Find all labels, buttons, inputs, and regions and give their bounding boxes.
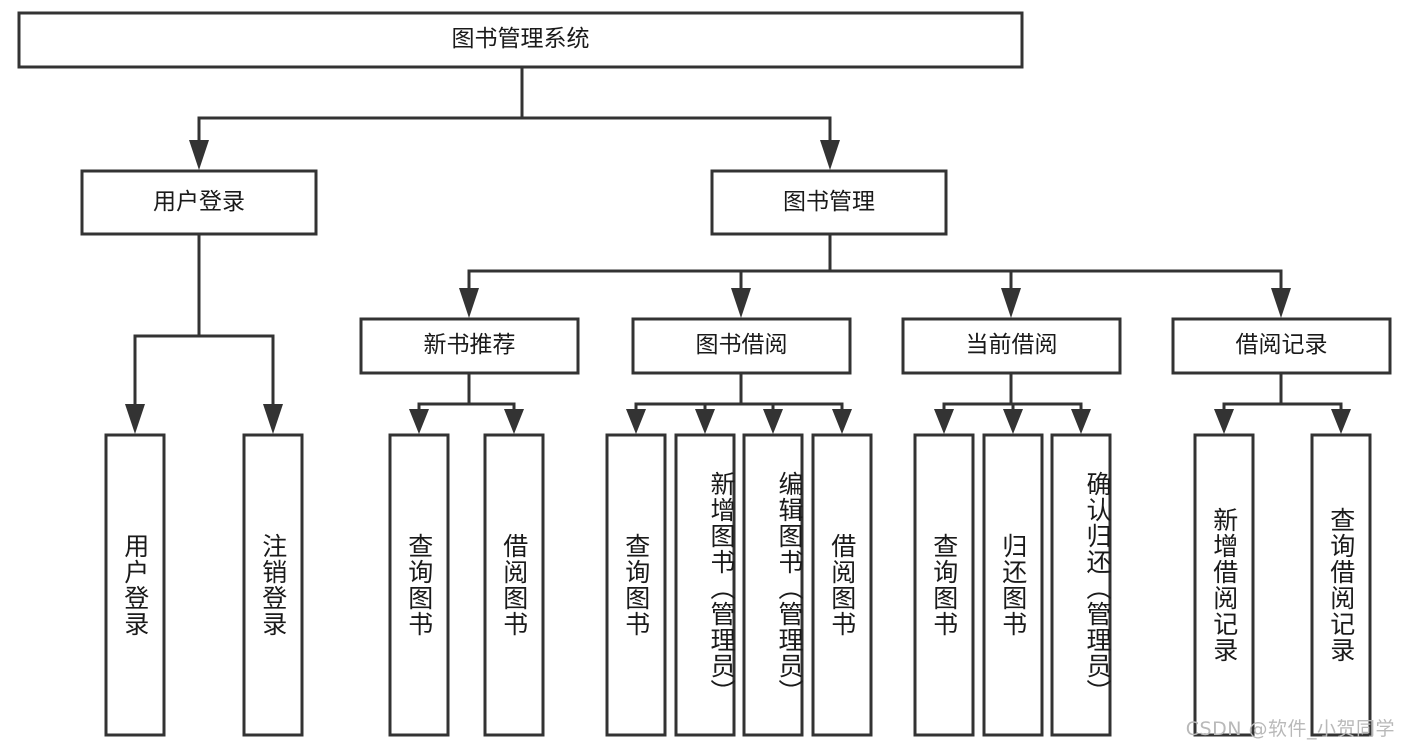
arrow-head-leaf-book-borrow-3 (832, 409, 852, 434)
arrow-head-leaf-new-book-0 (409, 409, 429, 434)
arrow-head-book-borrow (731, 288, 751, 318)
arrow-head-leaf-current-borrow-0 (934, 409, 954, 434)
node-box-book-management[interactable] (710, 169, 948, 236)
arrow-head-leaf-user-login-1 (263, 404, 283, 434)
arrow-head-current-borrow (1001, 288, 1021, 318)
node-box-leaf-borrow-record-1[interactable] (1310, 433, 1372, 737)
node-box-borrow-record[interactable] (1171, 317, 1392, 375)
connector-borrow-record-to-leaves (1214, 371, 1351, 434)
arrow-head-book-management (820, 140, 840, 170)
connector-current-borrow-to-leaves (934, 371, 1091, 434)
node-box-leaf-new-book-1[interactable] (483, 433, 545, 737)
node-box-leaf-book-borrow-2[interactable] (742, 433, 804, 737)
node-box-leaf-borrow-record-0[interactable] (1193, 433, 1255, 737)
arrow-head-leaf-borrow-record-1 (1331, 409, 1351, 434)
arrow-head-user-login (189, 140, 209, 170)
node-box-leaf-current-borrow-1[interactable] (982, 433, 1044, 737)
node-box-leaf-user-login-1[interactable] (242, 433, 304, 737)
node-box-leaf-current-borrow-2[interactable] (1050, 433, 1112, 737)
node-box-leaf-new-book-0[interactable] (388, 433, 450, 737)
connector-root-to-level2 (189, 65, 840, 170)
arrow-head-leaf-new-book-1 (504, 409, 524, 434)
node-box-leaf-book-borrow-3[interactable] (811, 433, 873, 737)
node-box-root[interactable] (17, 11, 1024, 69)
node-box-leaf-book-borrow-1[interactable] (674, 433, 736, 737)
node-box-book-borrow[interactable] (631, 317, 852, 375)
node-box-current-borrow[interactable] (901, 317, 1122, 375)
arrow-head-borrow-record (1271, 288, 1291, 318)
node-box-leaf-user-login-0[interactable] (104, 433, 166, 737)
arrow-head-leaf-book-borrow-0 (626, 409, 646, 434)
node-box-leaf-current-borrow-0[interactable] (913, 433, 975, 737)
arrow-head-leaf-current-borrow-2 (1071, 409, 1091, 434)
arrow-head-leaf-book-borrow-2 (763, 409, 783, 434)
arrow-head-leaf-borrow-record-0 (1214, 409, 1234, 434)
connector-new-book-to-leaves (409, 371, 524, 434)
arrow-head-leaf-current-borrow-1 (1003, 409, 1023, 434)
connector-book-management-to-level3 (459, 232, 1291, 318)
connector-user-login-to-leaves (125, 232, 283, 434)
node-box-new-book-recommend[interactable] (359, 317, 580, 375)
connector-book-borrow-to-leaves (626, 371, 852, 434)
arrow-head-leaf-book-borrow-1 (695, 409, 715, 434)
arrow-head-new-book-recommend (459, 288, 479, 318)
arrow-head-leaf-user-login-0 (125, 404, 145, 434)
node-box-leaf-book-borrow-0[interactable] (605, 433, 667, 737)
node-box-user-login[interactable] (80, 169, 318, 236)
